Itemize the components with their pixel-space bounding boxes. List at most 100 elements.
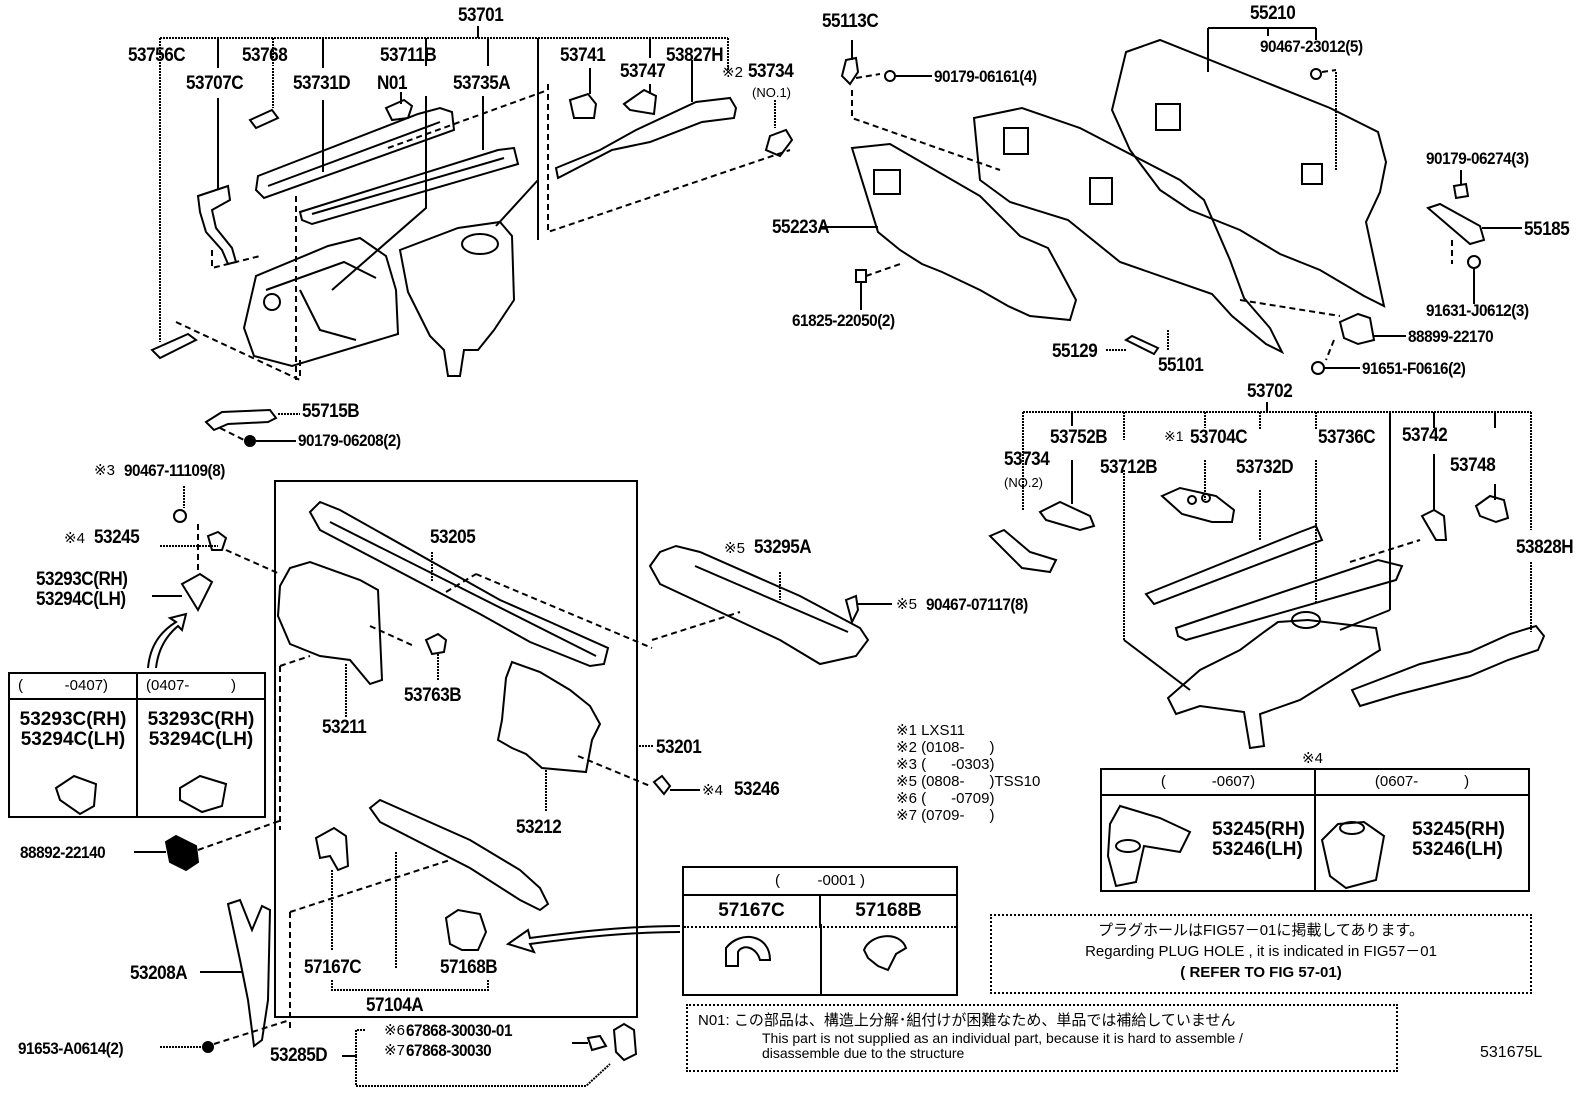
table-53245-col-1-lh[interactable]: 53246(LH) (1212, 839, 1303, 860)
label-61825-22050[interactable]: 61825-22050(2) (792, 311, 895, 330)
footnote-text: (0709- ) (921, 807, 995, 824)
label-55210[interactable]: 55210 (1250, 3, 1296, 24)
label-53712B[interactable]: 53712B (1100, 457, 1158, 478)
clip-table-57168B[interactable]: 57168B (855, 900, 922, 921)
mark-1: ※1 (1164, 428, 1184, 444)
label-N01[interactable]: N01 (377, 73, 408, 94)
label-53735A[interactable]: 53735A (453, 73, 511, 94)
grommet-col-1-lh[interactable]: 53294C(LH) (20, 729, 126, 750)
label-53205[interactable]: 53205 (430, 527, 476, 548)
label-67868-30030-01[interactable]: 67868-30030-01 (406, 1021, 513, 1040)
table-53245-col-1: ( -0607) 53245(RH) 53246(LH) (1102, 770, 1314, 890)
label-53245[interactable]: 53245 (94, 527, 140, 548)
label-90467-11109[interactable]: 90467-11109(8) (124, 461, 225, 480)
label-53747[interactable]: 53747 (620, 61, 666, 82)
label-53736C[interactable]: 53736C (1318, 427, 1376, 448)
label-91651-F0616[interactable]: 91651-F0616(2) (1362, 359, 1466, 378)
label-55101[interactable]: 55101 (1158, 355, 1204, 376)
clip-table-57167C[interactable]: 57167C (684, 896, 821, 926)
label-88899-22170[interactable]: 88899-22170 (1408, 327, 1494, 346)
footnote-2: ※2 (0108- ) (896, 739, 1040, 756)
grommet-col-2: (0407- ) 53293C(RH) 53294C(LH) (136, 674, 264, 816)
label-55129[interactable]: 55129 (1052, 341, 1098, 362)
n01-note-jp: N01: この部品は、構造上分解･組付けが困難なため、単品では補給していません (698, 1012, 1236, 1029)
part-53712B-drawing (1166, 611, 1382, 750)
label-53763B[interactable]: 53763B (404, 685, 462, 706)
label-53741[interactable]: 53741 (560, 45, 606, 66)
label-90467-07117[interactable]: 90467-07117(8) (926, 595, 1028, 614)
note-no2: (NO.2) (1004, 475, 1043, 490)
label-57167C[interactable]: 57167C (304, 957, 362, 978)
grommet-col-2-header: (0407- ) (138, 674, 264, 700)
label-53294C[interactable]: 53294C(LH) (36, 589, 126, 610)
grommet-col-1-rh[interactable]: 53293C(RH) (19, 709, 127, 730)
table-53245-col-2-rh[interactable]: 53245(RH) (1412, 819, 1505, 840)
table-53245-mark: ※4 (1302, 750, 1323, 767)
label-53731D[interactable]: 53731D (293, 73, 351, 94)
footnote-3: ※3 ( -0303) (896, 756, 1040, 773)
footnote-mark: ※5 (896, 773, 917, 790)
table-53245-col-1-header: ( -0607) (1102, 770, 1314, 796)
label-57104A[interactable]: 57104A (366, 995, 424, 1016)
label-90179-06274[interactable]: 90179-06274(3) (1426, 149, 1529, 168)
arrow-to-grommet (147, 612, 188, 669)
grommet-col-2-lh[interactable]: 53294C(LH) (148, 729, 254, 750)
part-53212-drawing (496, 660, 651, 812)
footnote-6: ※6 ( -0709) (896, 790, 1040, 807)
table-53245-col-1-rh[interactable]: 53245(RH) (1212, 819, 1305, 840)
label-57168B[interactable]: 57168B (440, 957, 498, 978)
label-53285D[interactable]: 53285D (270, 1045, 328, 1066)
label-53734-no2[interactable]: 53734 (1004, 449, 1050, 470)
label-53293C[interactable]: 53293C(RH) (36, 569, 128, 590)
footnote-5: ※5 (0808- )TSS10 (896, 773, 1040, 790)
label-55185[interactable]: 55185 (1524, 219, 1570, 240)
label-53246[interactable]: 53246 (734, 779, 780, 800)
part-53208A-drawing (160, 898, 291, 1053)
part-53704C-drawing (1160, 486, 1236, 523)
label-53734-no1[interactable]: 53734 (748, 61, 794, 82)
footnote-1: ※1 LXS11 (896, 722, 1040, 739)
part-88899-22170-drawing (1239, 299, 1406, 375)
label-55715B[interactable]: 55715B (302, 401, 360, 422)
label-53768[interactable]: 53768 (242, 45, 288, 66)
label-53732D[interactable]: 53732D (1236, 457, 1294, 478)
table-53245-col-2-lh[interactable]: 53246(LH) (1412, 839, 1503, 860)
part-53827H-drawing (547, 60, 791, 234)
clip-table: ( -0001 ) 57167C 57168B (682, 866, 958, 996)
label-53208A[interactable]: 53208A (130, 963, 188, 984)
part-57168B-drawing (444, 908, 488, 951)
label-53211[interactable]: 53211 (322, 717, 367, 738)
figure-id: 531675L (1480, 1044, 1543, 1061)
label-53828H[interactable]: 53828H (1516, 537, 1574, 558)
label-53707C[interactable]: 53707C (186, 73, 244, 94)
label-53701[interactable]: 53701 (458, 5, 504, 26)
label-53742[interactable]: 53742 (1402, 425, 1448, 446)
label-67868-30030[interactable]: 67868-30030 (406, 1041, 492, 1060)
part-57167C-drawing (314, 826, 489, 991)
part-53828H-drawing (1350, 624, 1546, 708)
label-91653-A0614[interactable]: 91653-A0614(2) (18, 1039, 124, 1058)
label-90179-06161[interactable]: 90179-06161(4) (934, 67, 1037, 86)
label-53827H[interactable]: 53827H (666, 45, 724, 66)
label-55113C[interactable]: 55113C (822, 11, 879, 32)
label-53201[interactable]: 53201 (656, 737, 702, 758)
part-wheelhouse-right-drawing (398, 179, 539, 377)
label-91631-J0612[interactable]: 91631-J0612(3) (1426, 301, 1529, 320)
part-55185-drawing (1426, 170, 1522, 304)
label-53295A[interactable]: 53295A (754, 537, 812, 558)
grommet-col-2-rh[interactable]: 53293C(RH) (147, 709, 255, 730)
label-53711B[interactable]: 53711B (380, 45, 437, 66)
label-90179-06208[interactable]: 90179-06208(2) (298, 431, 401, 450)
label-53704C[interactable]: 53704C (1190, 427, 1248, 448)
plug-note-ref[interactable]: ( REFER TO FIG 57-01) (1180, 964, 1342, 981)
label-55223A[interactable]: 55223A (772, 217, 830, 238)
part-53752B-drawing (1038, 500, 1096, 532)
label-90467-23012[interactable]: 90467-23012(5) (1260, 37, 1363, 56)
label-53756C[interactable]: 53756C (128, 45, 186, 66)
label-53212[interactable]: 53212 (516, 817, 562, 838)
label-88892-22140[interactable]: 88892-22140 (20, 843, 106, 862)
label-53752B[interactable]: 53752B (1050, 427, 1108, 448)
label-53702[interactable]: 53702 (1247, 381, 1293, 402)
label-53748[interactable]: 53748 (1450, 455, 1496, 476)
